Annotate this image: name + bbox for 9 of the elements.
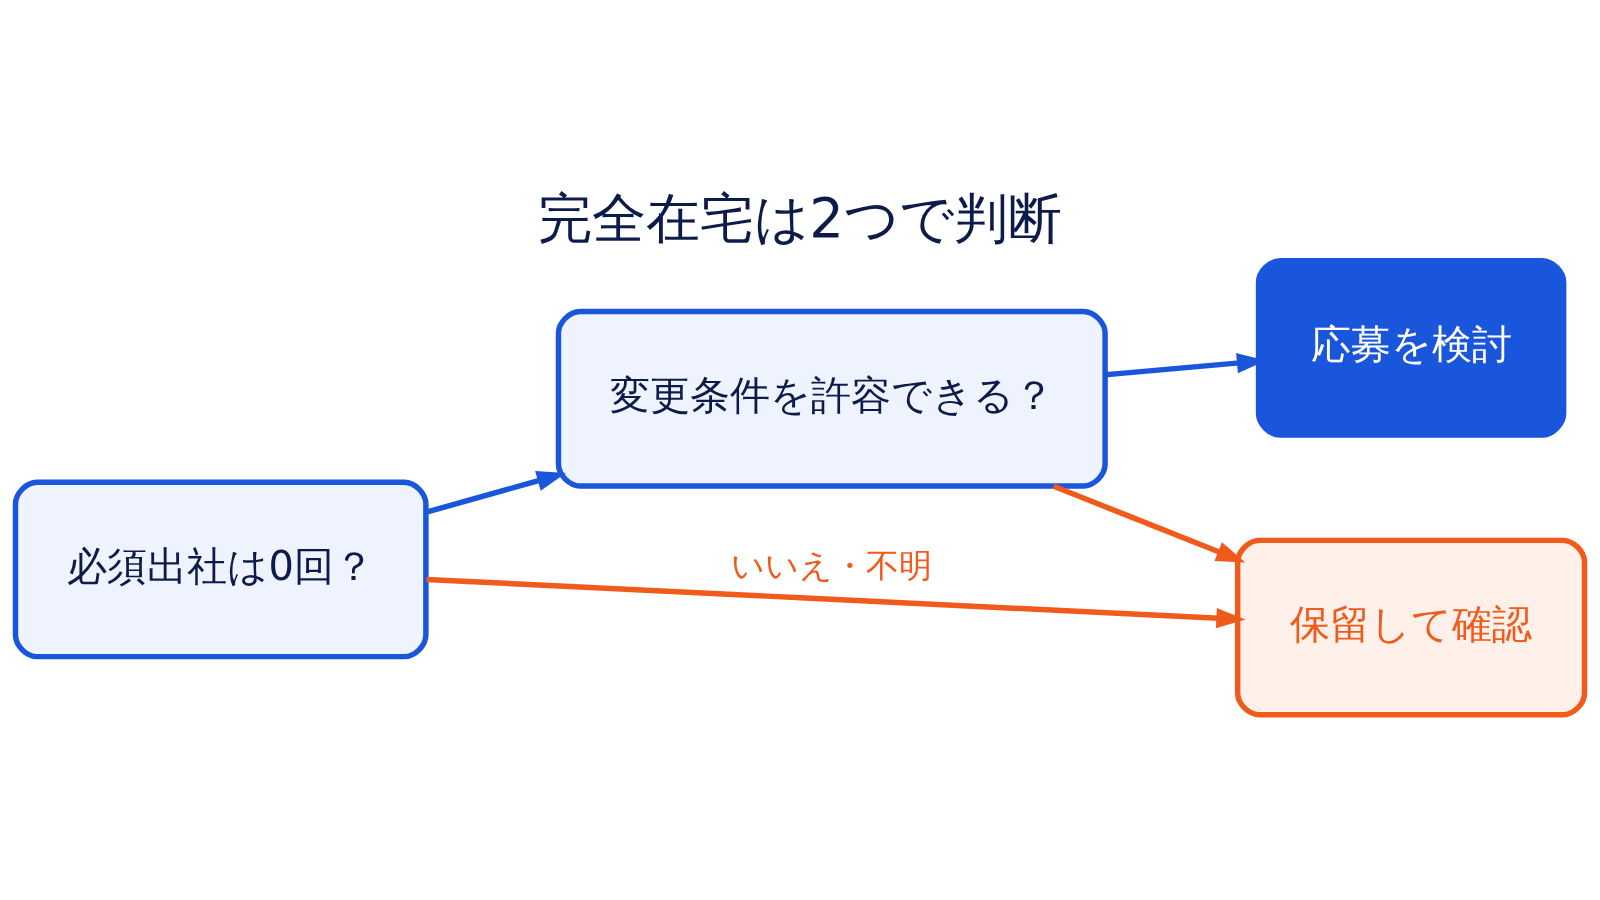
edge-label: いいえ・不明 [731,546,933,585]
arrow [426,576,1246,628]
node-box: 保留して確認 [1234,537,1588,717]
node-box: 変更条件を許容できる？ [555,308,1108,489]
arrow [1052,483,1246,562]
diagram-title: 完全在宅は2つで判断 [538,185,1062,250]
arrow [425,470,566,515]
node-box: 応募を検討 [1255,257,1567,438]
node-box: 必須出社は0回？ [12,479,429,659]
